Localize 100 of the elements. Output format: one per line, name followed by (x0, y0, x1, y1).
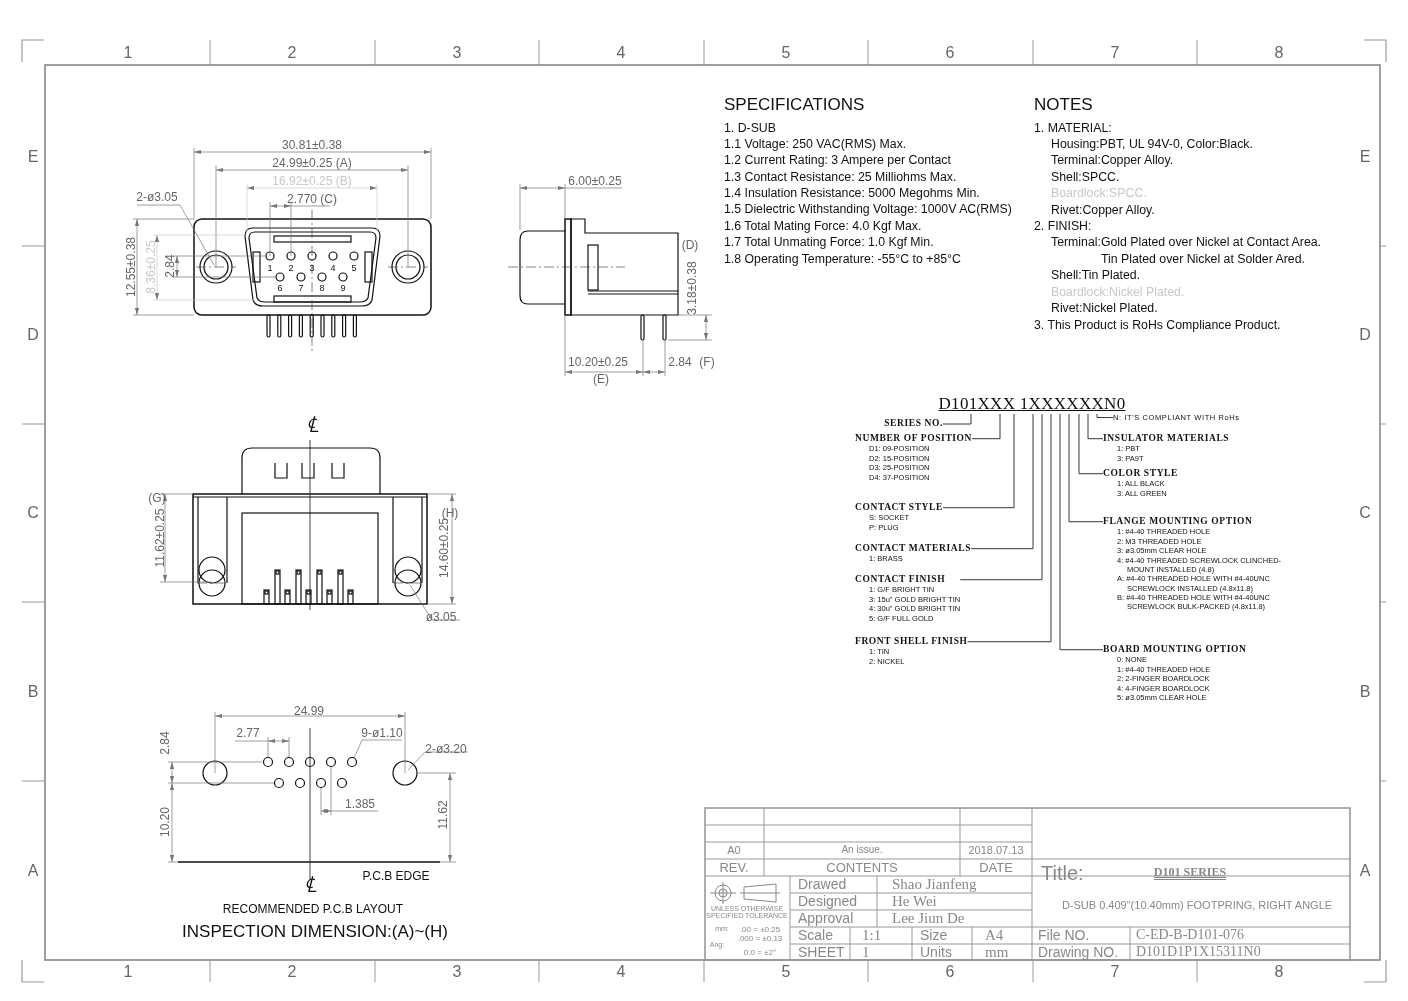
dimension-text: 2-ø3.20 (425, 743, 467, 755)
note-text: 1.1 Voltage: 250 VAC(RMS) Max. (724, 137, 907, 151)
dimension-text: 24.99 (294, 705, 324, 717)
title-block-text: mm (985, 944, 1009, 960)
section-heading: SPECIFICATIONS (724, 95, 865, 113)
note-text: Shell:Tin Plated. (1051, 268, 1141, 282)
note-text: Tin Plated over Nickel at Solder Ared. (1101, 252, 1305, 266)
dimension-text: 10.20±0.25 (568, 356, 628, 368)
row-letter: D (27, 327, 39, 343)
note-text: 1.6 Total Mating Force: 4.0 Kgf Max. (724, 219, 922, 233)
title-block-text: Scale (798, 928, 834, 942)
row-letter: C (27, 505, 39, 521)
column-number: 4 (616, 45, 626, 61)
note-text: 1.4 Insulation Resistance: 5000 Megohms Min. (724, 186, 980, 200)
row-letter: A (27, 863, 39, 879)
drawing-title: D101 SERIES (1153, 866, 1227, 878)
note-text: 1. D-SUB (724, 121, 776, 135)
note-text: 1.3 Contact Resistance: 25 Milliohms Max. (724, 170, 957, 184)
note-text: RECOMMENDED P.C.B LAYOUT (222, 903, 404, 915)
dimension-text: 24.99±0.25 (A) (272, 157, 352, 169)
note-text: INSPECTION DIMENSION:(A)~(H) (182, 922, 448, 940)
title-block-text: 0.0 = ±2° (743, 949, 777, 957)
title-block-text: CONTENTS (826, 860, 898, 874)
note-text: 1.7 Total Unmating Force: 1.0 Kgf Min. (724, 235, 934, 249)
title-block-text: SHEET (798, 945, 845, 959)
leader-line (1078, 413, 1104, 475)
dimension-text: 2.84 (164, 254, 176, 278)
note-text: Terminal:Copper Alloy. (1051, 153, 1174, 167)
title-block-text: He Wei (892, 893, 937, 909)
option-heading: COLOR STYLE (1103, 468, 1178, 480)
dimension-text: 1.385 (345, 798, 375, 810)
option-heading: SERIES NO. (884, 418, 943, 430)
leader-line (1096, 413, 1114, 418)
dimension-text: (H) (441, 507, 459, 519)
column-number: 8 (1274, 964, 1284, 980)
column-number: 6 (945, 964, 955, 980)
column-number: 2 (287, 964, 297, 980)
note-text: 1.2 Current Rating: 3 Ampere per Contact (724, 153, 951, 167)
note-text: 1.8 Operating Temperature: -55°C to +85°C (724, 252, 961, 266)
column-number: 7 (1110, 45, 1120, 61)
note-text: P.C.B EDGE (362, 870, 430, 882)
option-heading: BOARD MOUNTING OPTION (1103, 644, 1247, 656)
note-text: 3. This Product is RoHs Compliance Product. (1034, 318, 1281, 332)
leader-line (959, 413, 1043, 581)
title-block-text: 1:1 (862, 927, 882, 943)
column-number: 4 (616, 964, 626, 980)
leader-line (1087, 413, 1104, 440)
dimension-text: (E) (593, 373, 609, 385)
dimension-text: 11.62 (437, 800, 449, 830)
dimension-text: 14.60±0.25 (438, 518, 450, 578)
title-block-text: A4 (985, 927, 1004, 943)
option-heading: FLANGE MOUNTING OPTION (1103, 516, 1254, 528)
dimension-text: 12.55±0.38 (125, 237, 137, 297)
title-block-text: C-ED-B-D101-076 (1136, 928, 1245, 942)
option-heading: CONTACT MATERIALS (855, 543, 972, 555)
option-heading: CONTACT STYLE (855, 502, 943, 514)
title-block-text: REV. (719, 860, 749, 874)
dimension-text: (F) (699, 356, 715, 368)
column-number: 3 (452, 964, 462, 980)
row-letter: D (1359, 327, 1371, 343)
dimension-text: 2.84 (159, 731, 171, 755)
leader-line (967, 413, 1052, 643)
column-number: 8 (1274, 45, 1284, 61)
dimension-text: 2-ø3.05 (136, 191, 178, 203)
note-text: 2. FINISH: (1034, 219, 1092, 233)
dimension-text: 11.62±0.25 (154, 508, 166, 568)
title-block-text: Drawed (798, 877, 847, 891)
title-block-text: Units (920, 945, 952, 959)
dimension-text: (G) (148, 492, 166, 504)
centerline-symbol: ℄ (303, 874, 317, 896)
note-text: Rivet:Copper Alloy. (1051, 203, 1155, 217)
option-heading: FRONT SHELL FINISH (855, 636, 968, 648)
leader-line (1059, 413, 1104, 651)
note-text: 1. MATERIAL: (1034, 121, 1112, 135)
title-block-text: DATE (979, 860, 1013, 874)
title-block-text: D101D1P1X15311N0 (1136, 945, 1261, 959)
title-block-text: Lee Jiun De (892, 910, 965, 926)
title-block-text: A0 (727, 844, 741, 856)
row-letter: A (1359, 863, 1371, 879)
pin-number: 8 (319, 283, 325, 293)
note-text: 1.5 Dielectric Withstanding Voltage: 1000V AC(RMS) (724, 202, 1012, 216)
row-letter: E (1359, 149, 1371, 165)
row-letter: E (27, 149, 39, 165)
row-letter: B (1359, 684, 1371, 700)
dimension-text: (D) (681, 239, 699, 251)
dimension-text: 2.77 (236, 727, 260, 739)
pin-number: 7 (298, 283, 304, 293)
title-block-text: 1 (862, 944, 870, 960)
column-number: 6 (945, 45, 955, 61)
column-number: 3 (452, 45, 462, 61)
note-text: Terminal:Gold Plated over Nickel at Contact Area. (1051, 235, 1321, 249)
title-block-text: File NO. (1038, 928, 1090, 942)
option-heading: INSULATOR MATERIALS (1103, 433, 1230, 445)
dimension-text: 2.770 (C) (287, 193, 337, 205)
section-heading: NOTES (1034, 95, 1093, 113)
pin-number: 4 (330, 263, 336, 273)
title-block-text: 2018.07.13 (968, 844, 1024, 856)
pin-number: 3 (309, 263, 315, 273)
pin-number: 9 (340, 283, 346, 293)
note-text: Rivet:Nickel Plated. (1051, 301, 1158, 315)
